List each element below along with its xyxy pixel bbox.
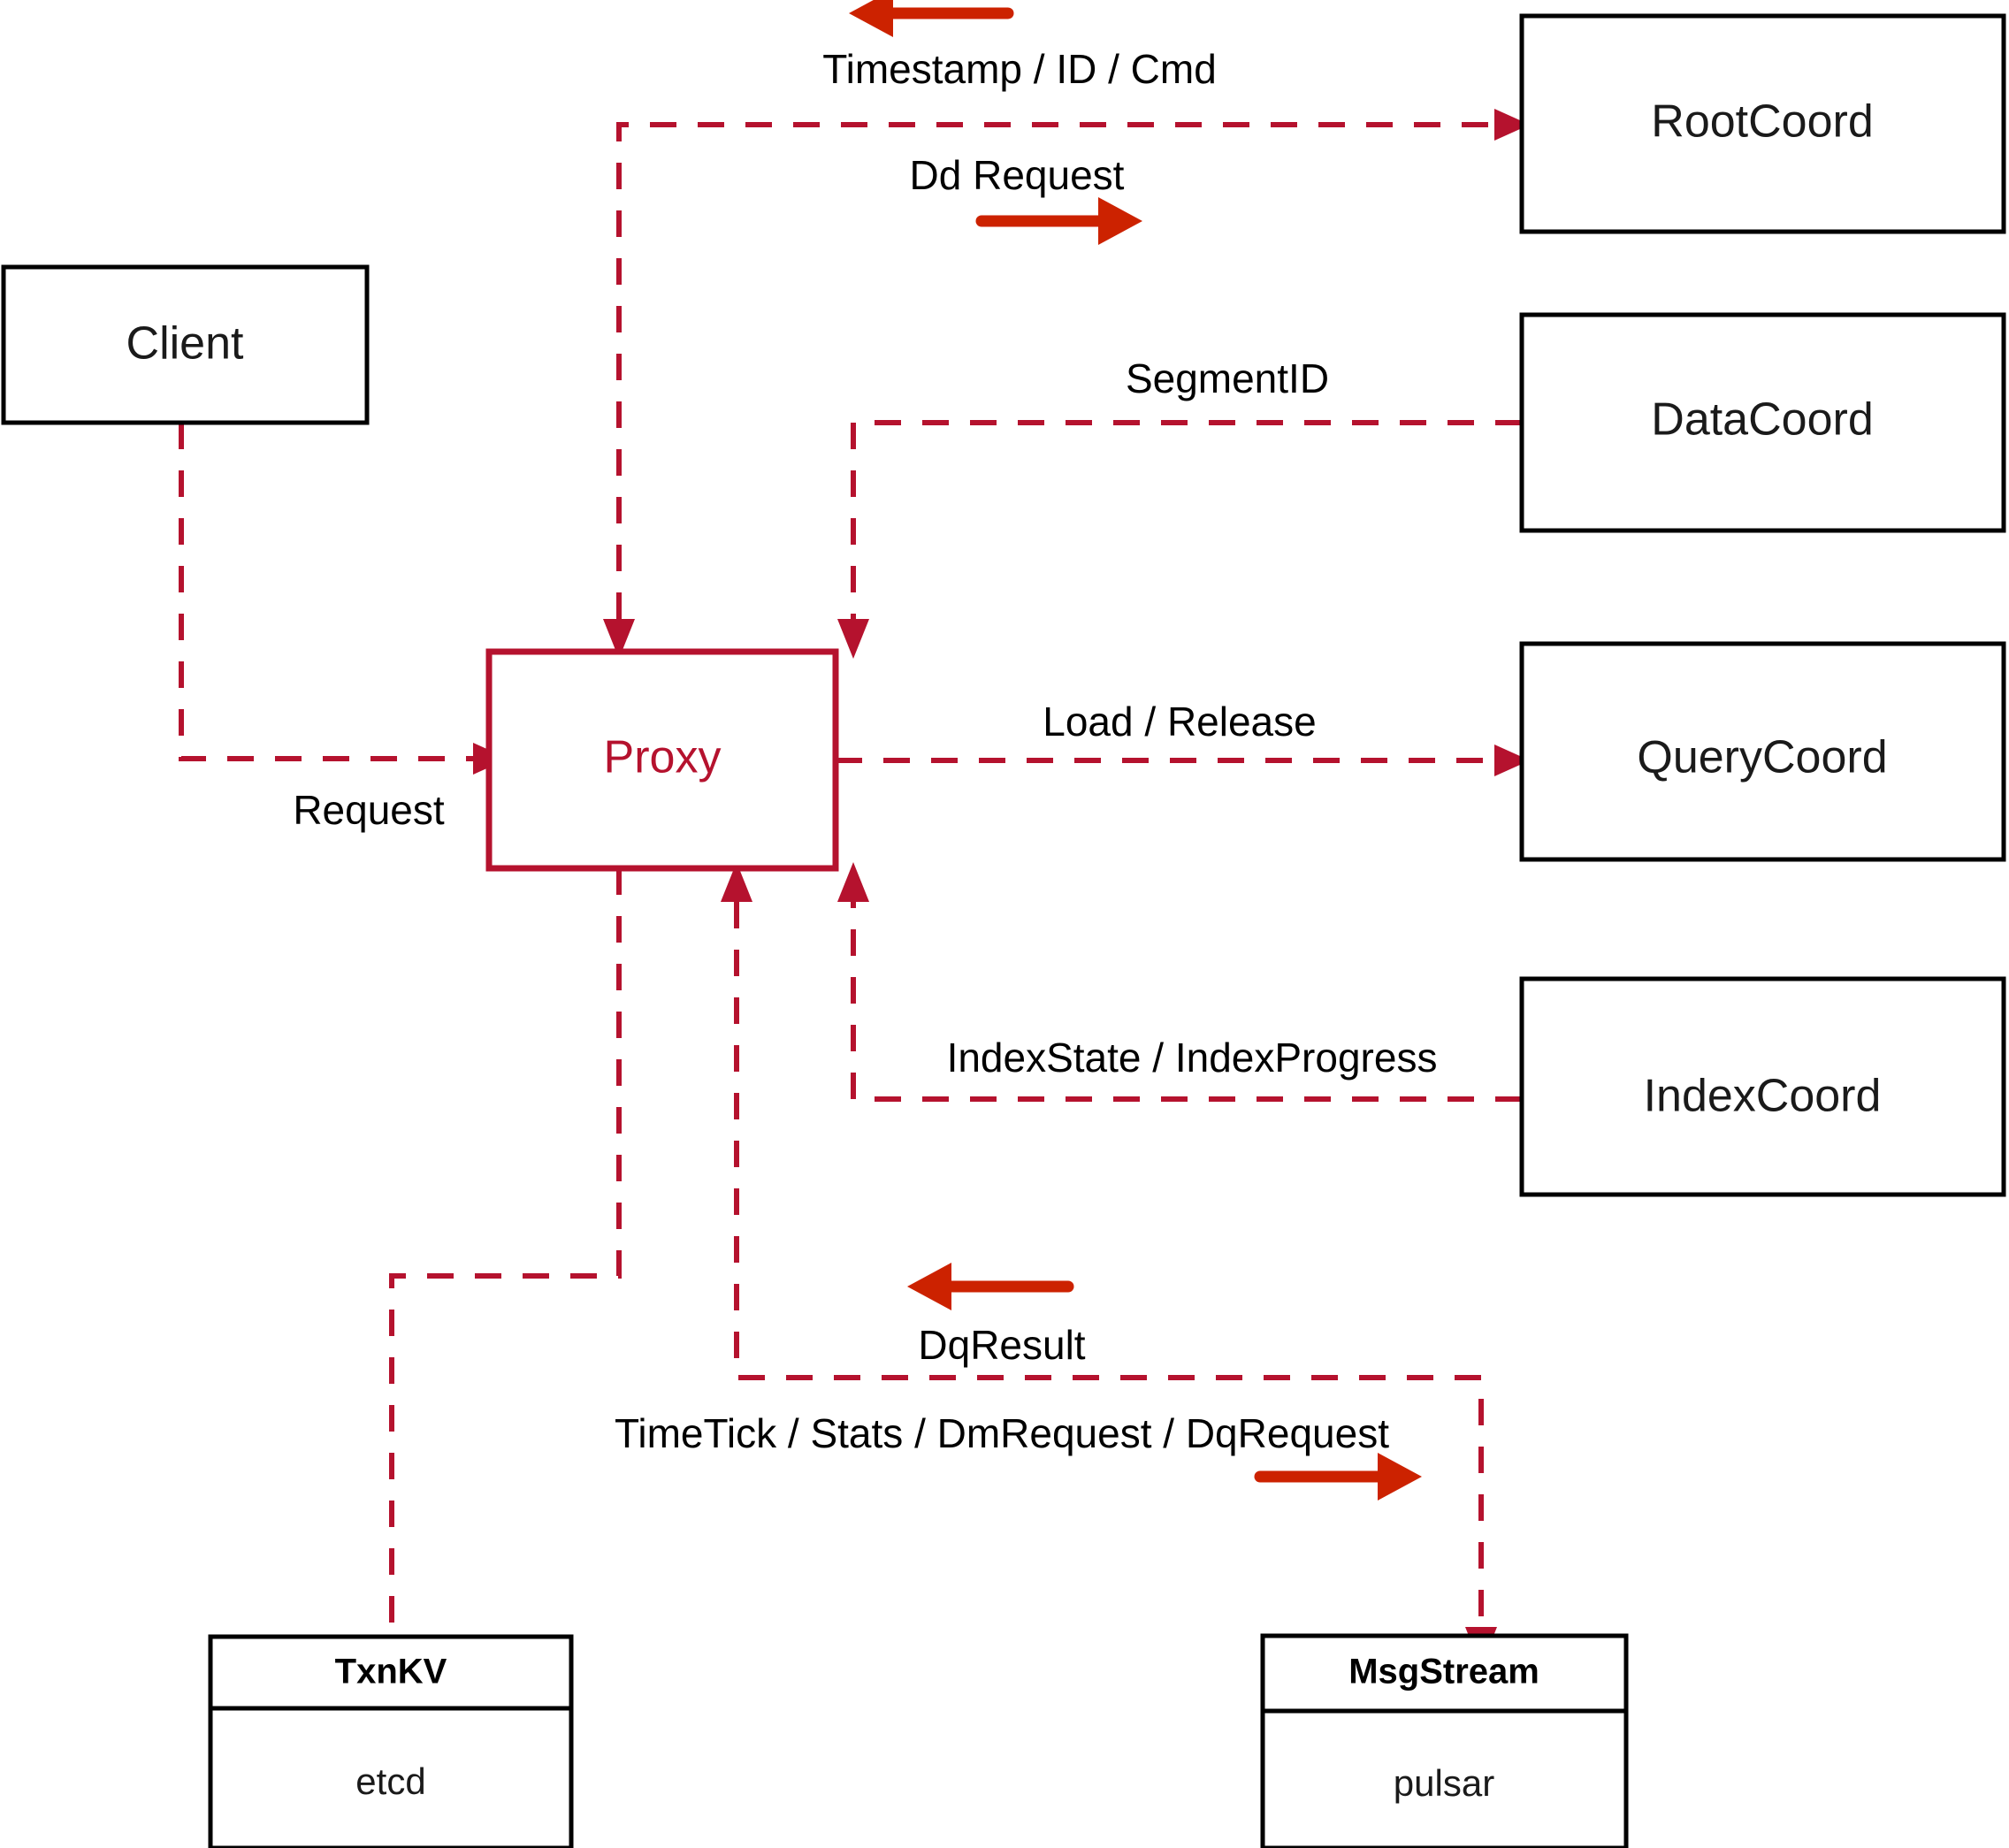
edge-label-segment-id: SegmentID xyxy=(1126,355,1329,401)
edge-label-index-state-progress: IndexState / IndexProgress xyxy=(947,1035,1438,1081)
node-indexcoord-label: IndexCoord xyxy=(1644,1071,1882,1122)
timestamp-arrow-icon xyxy=(849,0,1014,37)
node-txnkv-subtitle: etcd xyxy=(355,1760,425,1802)
node-indexcoord[interactable]: IndexCoord xyxy=(1519,976,2006,1197)
node-txnkv[interactable]: TxnKV etcd xyxy=(208,1634,574,1848)
arrowhead-datacoord-proxy xyxy=(837,619,869,659)
edge-client-to-proxy xyxy=(179,423,508,775)
edge-datacoord-to-proxy xyxy=(837,420,1522,659)
arrowhead-indexcoord-proxy xyxy=(837,862,869,902)
edge-label-timetick-stats-dmrequest-dqrequest: TimeTick / Stats / DmRequest / DqRequest xyxy=(615,1410,1389,1456)
node-querycoord[interactable]: QueryCoord xyxy=(1519,641,2006,862)
arrowhead-proxy-rootcoord xyxy=(1494,109,1530,141)
node-txnkv-title: TxnKV xyxy=(335,1653,447,1691)
node-client[interactable]: Client xyxy=(1,264,370,425)
node-proxy[interactable]: Proxy xyxy=(485,648,839,872)
node-datacoord[interactable]: DataCoord xyxy=(1519,312,2006,533)
edge-indexcoord-to-proxy xyxy=(837,862,1522,1102)
node-querycoord-label: QueryCoord xyxy=(1637,732,1887,783)
edge-proxy-to-rootcoord xyxy=(603,109,1530,659)
edge-label-request: Request xyxy=(293,787,445,833)
edge-proxy-to-querycoord xyxy=(836,745,1530,776)
node-rootcoord[interactable]: RootCoord xyxy=(1519,13,2006,234)
edge-label-load-release: Load / Release xyxy=(1043,699,1316,745)
node-msgstream-title: MsgStream xyxy=(1348,1653,1539,1691)
node-rootcoord-label: RootCoord xyxy=(1651,96,1873,148)
dq-request-arrow-icon xyxy=(1254,1453,1422,1501)
node-msgstream-subtitle: pulsar xyxy=(1394,1762,1494,1804)
arrowhead-msgstream-proxy xyxy=(721,862,752,902)
dq-result-arrow-icon xyxy=(907,1263,1074,1310)
arrowhead-proxy-querycoord xyxy=(1494,745,1530,776)
edge-proxy-msgstream xyxy=(721,862,1497,1667)
node-msgstream[interactable]: MsgStream pulsar xyxy=(1260,1633,1629,1848)
edge-label-dd-request: Dd Request xyxy=(910,152,1125,198)
dd-request-arrow-icon xyxy=(975,197,1142,245)
edge-label-timestamp-id-cmd: Timestamp / ID / Cmd xyxy=(822,46,1217,92)
arrowhead-rootcoord-proxy xyxy=(603,619,635,659)
edge-proxy-to-txnkv xyxy=(389,868,622,1637)
edge-label-dq-result: DqResult xyxy=(918,1322,1085,1368)
node-proxy-label: Proxy xyxy=(604,732,722,783)
node-datacoord-label: DataCoord xyxy=(1651,394,1873,446)
node-client-label: Client xyxy=(126,318,244,370)
